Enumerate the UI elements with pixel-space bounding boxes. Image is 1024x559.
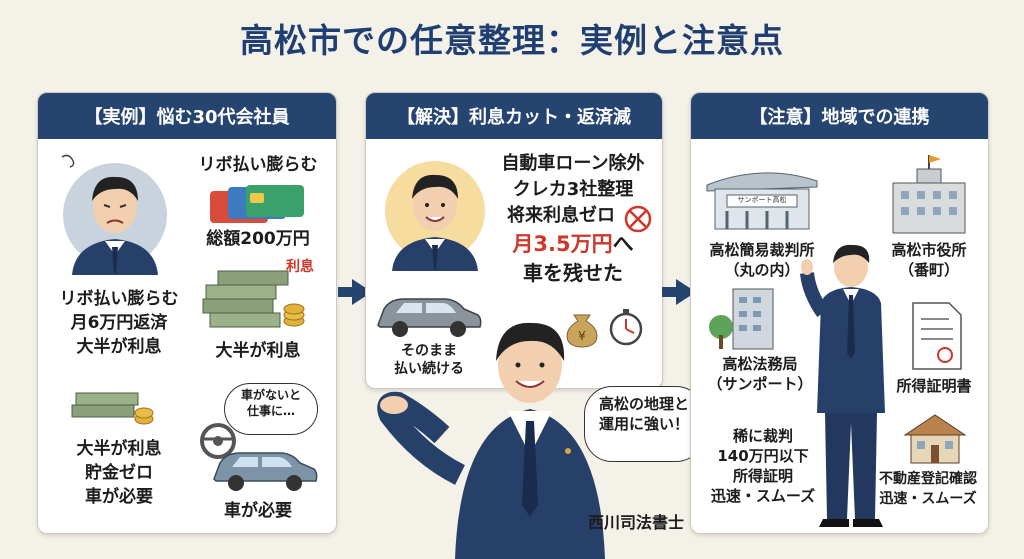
standing-man-illustration xyxy=(800,244,885,527)
money-stack-icon xyxy=(202,270,305,328)
stopwatch-icon xyxy=(609,309,643,346)
revolving-label: リボ払い膨らむ xyxy=(198,155,318,175)
money-bag-icon: ¥ xyxy=(566,314,598,348)
city-hall-location: （番町） xyxy=(898,261,959,279)
car-caption-2: 払い続ける xyxy=(394,361,464,377)
registry-speed-label: 迅速・スムーズ xyxy=(879,491,977,507)
cash-bundle-icon xyxy=(71,392,154,425)
example-panel: 【実例】悩む30代会社員 リボ払い膨らむ 総額200万円 利息 大半が利息 リボ… xyxy=(37,92,337,534)
car-icon xyxy=(213,452,318,491)
city-hall-icon xyxy=(892,155,966,234)
monthly-payment-row: 月3.5万円へ xyxy=(488,231,658,257)
no-interest-icon xyxy=(624,205,652,233)
bottom-left-2: 貯金ゼロ xyxy=(85,463,153,483)
left-text-3: 大半が利息 xyxy=(76,337,162,357)
credit-cards-icon xyxy=(210,185,304,223)
car-worry-bubble: 車がないと 仕事に… xyxy=(224,383,318,435)
interest-tag: 利息 xyxy=(286,259,314,275)
court-building-icon xyxy=(706,172,818,230)
left-text-1: リボ払い膨らむ xyxy=(59,289,179,309)
worried-man-illustration xyxy=(61,154,167,275)
court-name: 高松簡易裁判所 xyxy=(709,241,815,259)
note-line-1: 稀に裁判 xyxy=(732,427,793,445)
bottom-left-1: 大半が利息 xyxy=(76,439,162,459)
court-location: （丸の内） xyxy=(724,261,800,279)
legal-bureau-location: （サンポート） xyxy=(707,375,813,393)
example-panel-header: 【実例】悩む30代会社員 xyxy=(38,93,336,139)
note-line-2: 140万円以下 xyxy=(717,447,809,465)
steering-wheel-icon xyxy=(200,423,236,459)
total-amount: 総額200万円 xyxy=(206,229,310,249)
legal-bureau-name: 高松法務局 xyxy=(722,355,798,373)
monthly-payment-amount: 月3.5万円 xyxy=(512,232,613,256)
solution-line-2: クレカ3社整理 xyxy=(512,179,634,200)
keep-car-label: 車を残せた xyxy=(523,261,623,285)
svg-text:¥: ¥ xyxy=(578,329,586,343)
note-line-3: 所得証明 xyxy=(732,467,793,485)
speaker-name: 西川司法書士 xyxy=(588,513,685,532)
house-icon xyxy=(903,414,967,464)
city-hall-name: 高松市役所 xyxy=(891,241,967,259)
solution-line-3: 将来利息ゼロ xyxy=(507,205,615,226)
solution-panel-header: 【解決】利息カット・返済減 xyxy=(366,93,662,139)
speaker-bubble: 高松の地理と 運用に強い！ xyxy=(584,386,704,462)
income-certificate-label: 所得証明書 xyxy=(896,377,972,395)
speaker-bubble-line-2: 運用に強い！ xyxy=(598,414,689,433)
mostly-interest-label: 大半が利息 xyxy=(215,341,301,361)
car-icon xyxy=(377,298,482,337)
left-text-2: 月6万円返済 xyxy=(70,313,168,333)
note-line-4: 迅速・スムーズ xyxy=(710,487,816,505)
court-sign: サンポート高松 xyxy=(737,196,787,204)
page-title: 高松市での任意整理：実例と注意点 xyxy=(240,21,784,60)
document-icon xyxy=(912,302,962,370)
bottom-left-3: 車が必要 xyxy=(85,487,153,507)
caution-panel-header: 【注意】地域での連携 xyxy=(691,93,988,139)
monthly-payment-suffix: へ xyxy=(612,232,634,256)
lawyer-illustration xyxy=(377,322,605,559)
legal-bureau-icon xyxy=(709,288,774,350)
car-caption-1: そのまま xyxy=(401,343,457,359)
car-needed-label: 車が必要 xyxy=(224,501,292,521)
solution-line-1: 自動車ローン除外 xyxy=(501,153,645,174)
car-worry-line-1: 車がないと xyxy=(240,388,301,402)
registry-check-label: 不動産登記確認 xyxy=(879,471,977,487)
smiling-man-illustration xyxy=(385,161,485,271)
speaker-bubble-line-1: 高松の地理と xyxy=(598,395,689,413)
car-worry-line-2: 仕事に… xyxy=(246,403,295,418)
caution-panel: 【注意】地域での連携 サンポート高松 高松簡易裁判所 （丸の内） 高松市役所 （… xyxy=(690,92,989,534)
